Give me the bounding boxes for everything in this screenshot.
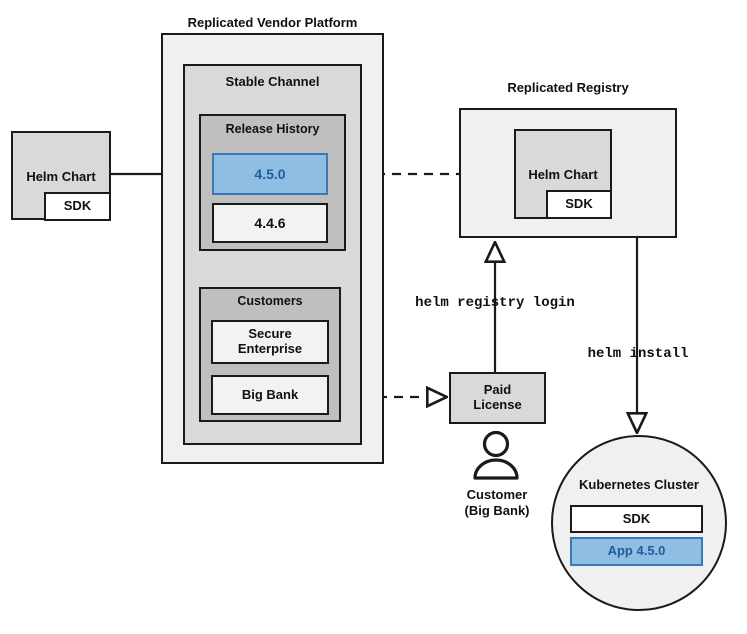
customers-label: Customers: [237, 294, 303, 308]
cluster-component-app[interactable]: App 4.5.0: [570, 537, 703, 566]
customer-item-big-bank[interactable]: Big Bank: [211, 375, 329, 415]
release-item-4-4-6[interactable]: 4.4.6: [212, 203, 328, 243]
vendor-platform-title: Replicated Vendor Platform: [187, 15, 358, 30]
stable-channel-label: Stable Channel: [225, 74, 320, 89]
helm-registry-login-label: helm registry login: [415, 295, 575, 311]
registry-title: Replicated Registry: [507, 80, 629, 95]
helm-install-label: helm install: [587, 346, 689, 362]
person-icon: [473, 430, 519, 480]
registry-helm-chart-sdk-box[interactable]: SDK: [546, 190, 612, 219]
paid-license-box[interactable]: Paid License: [449, 372, 546, 424]
customer-actor-caption: Customer (Big Bank): [421, 487, 573, 518]
customer-actor-line1: Customer: [466, 487, 528, 502]
source-helm-chart-sdk-box[interactable]: SDK: [44, 192, 111, 221]
customer-item-secure-enterprise[interactable]: Secure Enterprise: [211, 320, 329, 364]
release-history-label: Release History: [225, 122, 320, 136]
cluster-component-sdk[interactable]: SDK: [570, 505, 703, 533]
customer-actor-line2: (Big Bank): [464, 502, 530, 518]
kubernetes-cluster-label: Kubernetes Cluster: [579, 477, 699, 492]
release-item-4-5-0[interactable]: 4.5.0: [212, 153, 328, 195]
